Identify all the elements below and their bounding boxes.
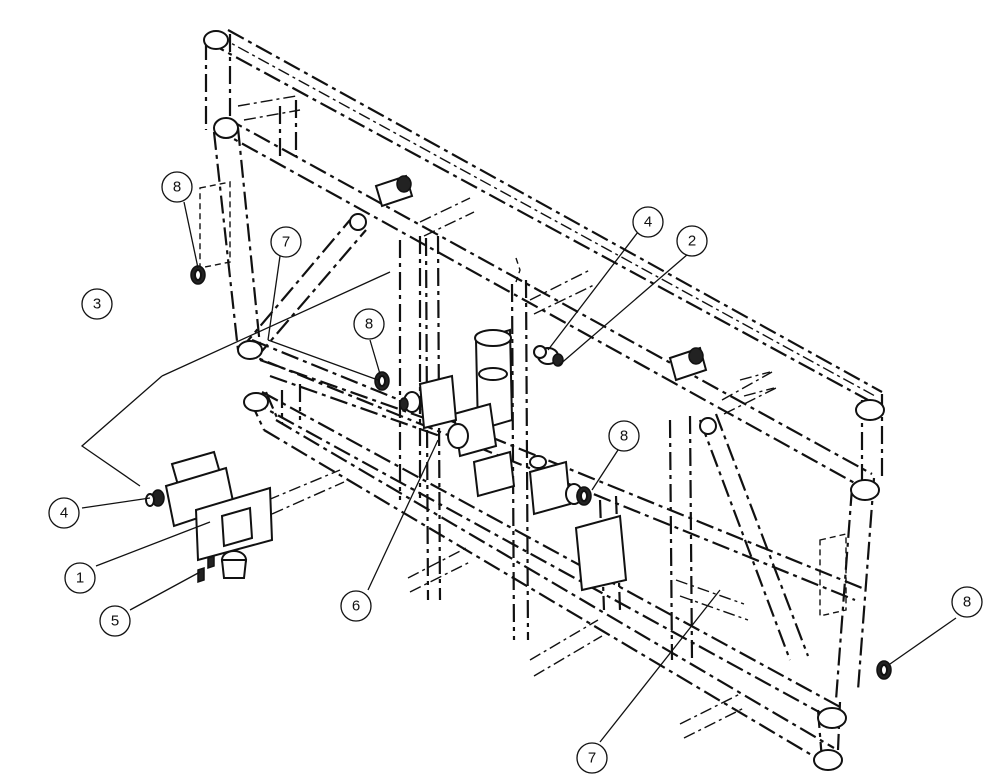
center-manifold xyxy=(447,328,516,498)
callout-c4a: 4 xyxy=(632,206,664,238)
callout-c2: 2 xyxy=(676,225,708,257)
callout-c1: 1 xyxy=(64,562,96,594)
callout-c8b: 8 xyxy=(353,308,385,340)
callout-label: 3 xyxy=(93,296,101,313)
callout-label: 8 xyxy=(365,316,373,333)
boom-frame xyxy=(203,29,885,771)
leader-lines xyxy=(80,201,957,743)
callout-c3: 3 xyxy=(81,288,113,320)
callout-label: 7 xyxy=(588,750,596,767)
callout-c5: 5 xyxy=(99,605,131,637)
callout-label: 4 xyxy=(644,214,652,231)
lower-bracket xyxy=(574,514,628,592)
callout-c8d: 8 xyxy=(951,586,983,618)
callout-c7b: 7 xyxy=(576,742,608,774)
upper-right-fitting xyxy=(533,345,564,367)
top-fittings xyxy=(374,174,708,382)
solenoid-valve-assembly xyxy=(145,450,274,584)
callout-label: 1 xyxy=(76,570,84,587)
callout-label: 8 xyxy=(620,428,628,445)
callout-label: 8 xyxy=(963,594,971,611)
callout-c6: 6 xyxy=(340,590,372,622)
callout-label: 7 xyxy=(282,234,290,251)
callout-label: 6 xyxy=(352,598,360,615)
callout-c8c: 8 xyxy=(608,420,640,452)
hidden-lines xyxy=(199,181,847,617)
lower-right-valve xyxy=(528,455,588,516)
callout-label: 4 xyxy=(60,505,68,522)
callout-c4b: 4 xyxy=(48,497,80,529)
callout-c7a: 7 xyxy=(270,226,302,258)
callout-label: 8 xyxy=(173,179,181,196)
callout-c8a: 8 xyxy=(161,171,193,203)
callout-label: 5 xyxy=(111,613,119,630)
components xyxy=(145,174,892,680)
callout-label: 2 xyxy=(688,233,696,250)
left-valve xyxy=(399,374,458,430)
